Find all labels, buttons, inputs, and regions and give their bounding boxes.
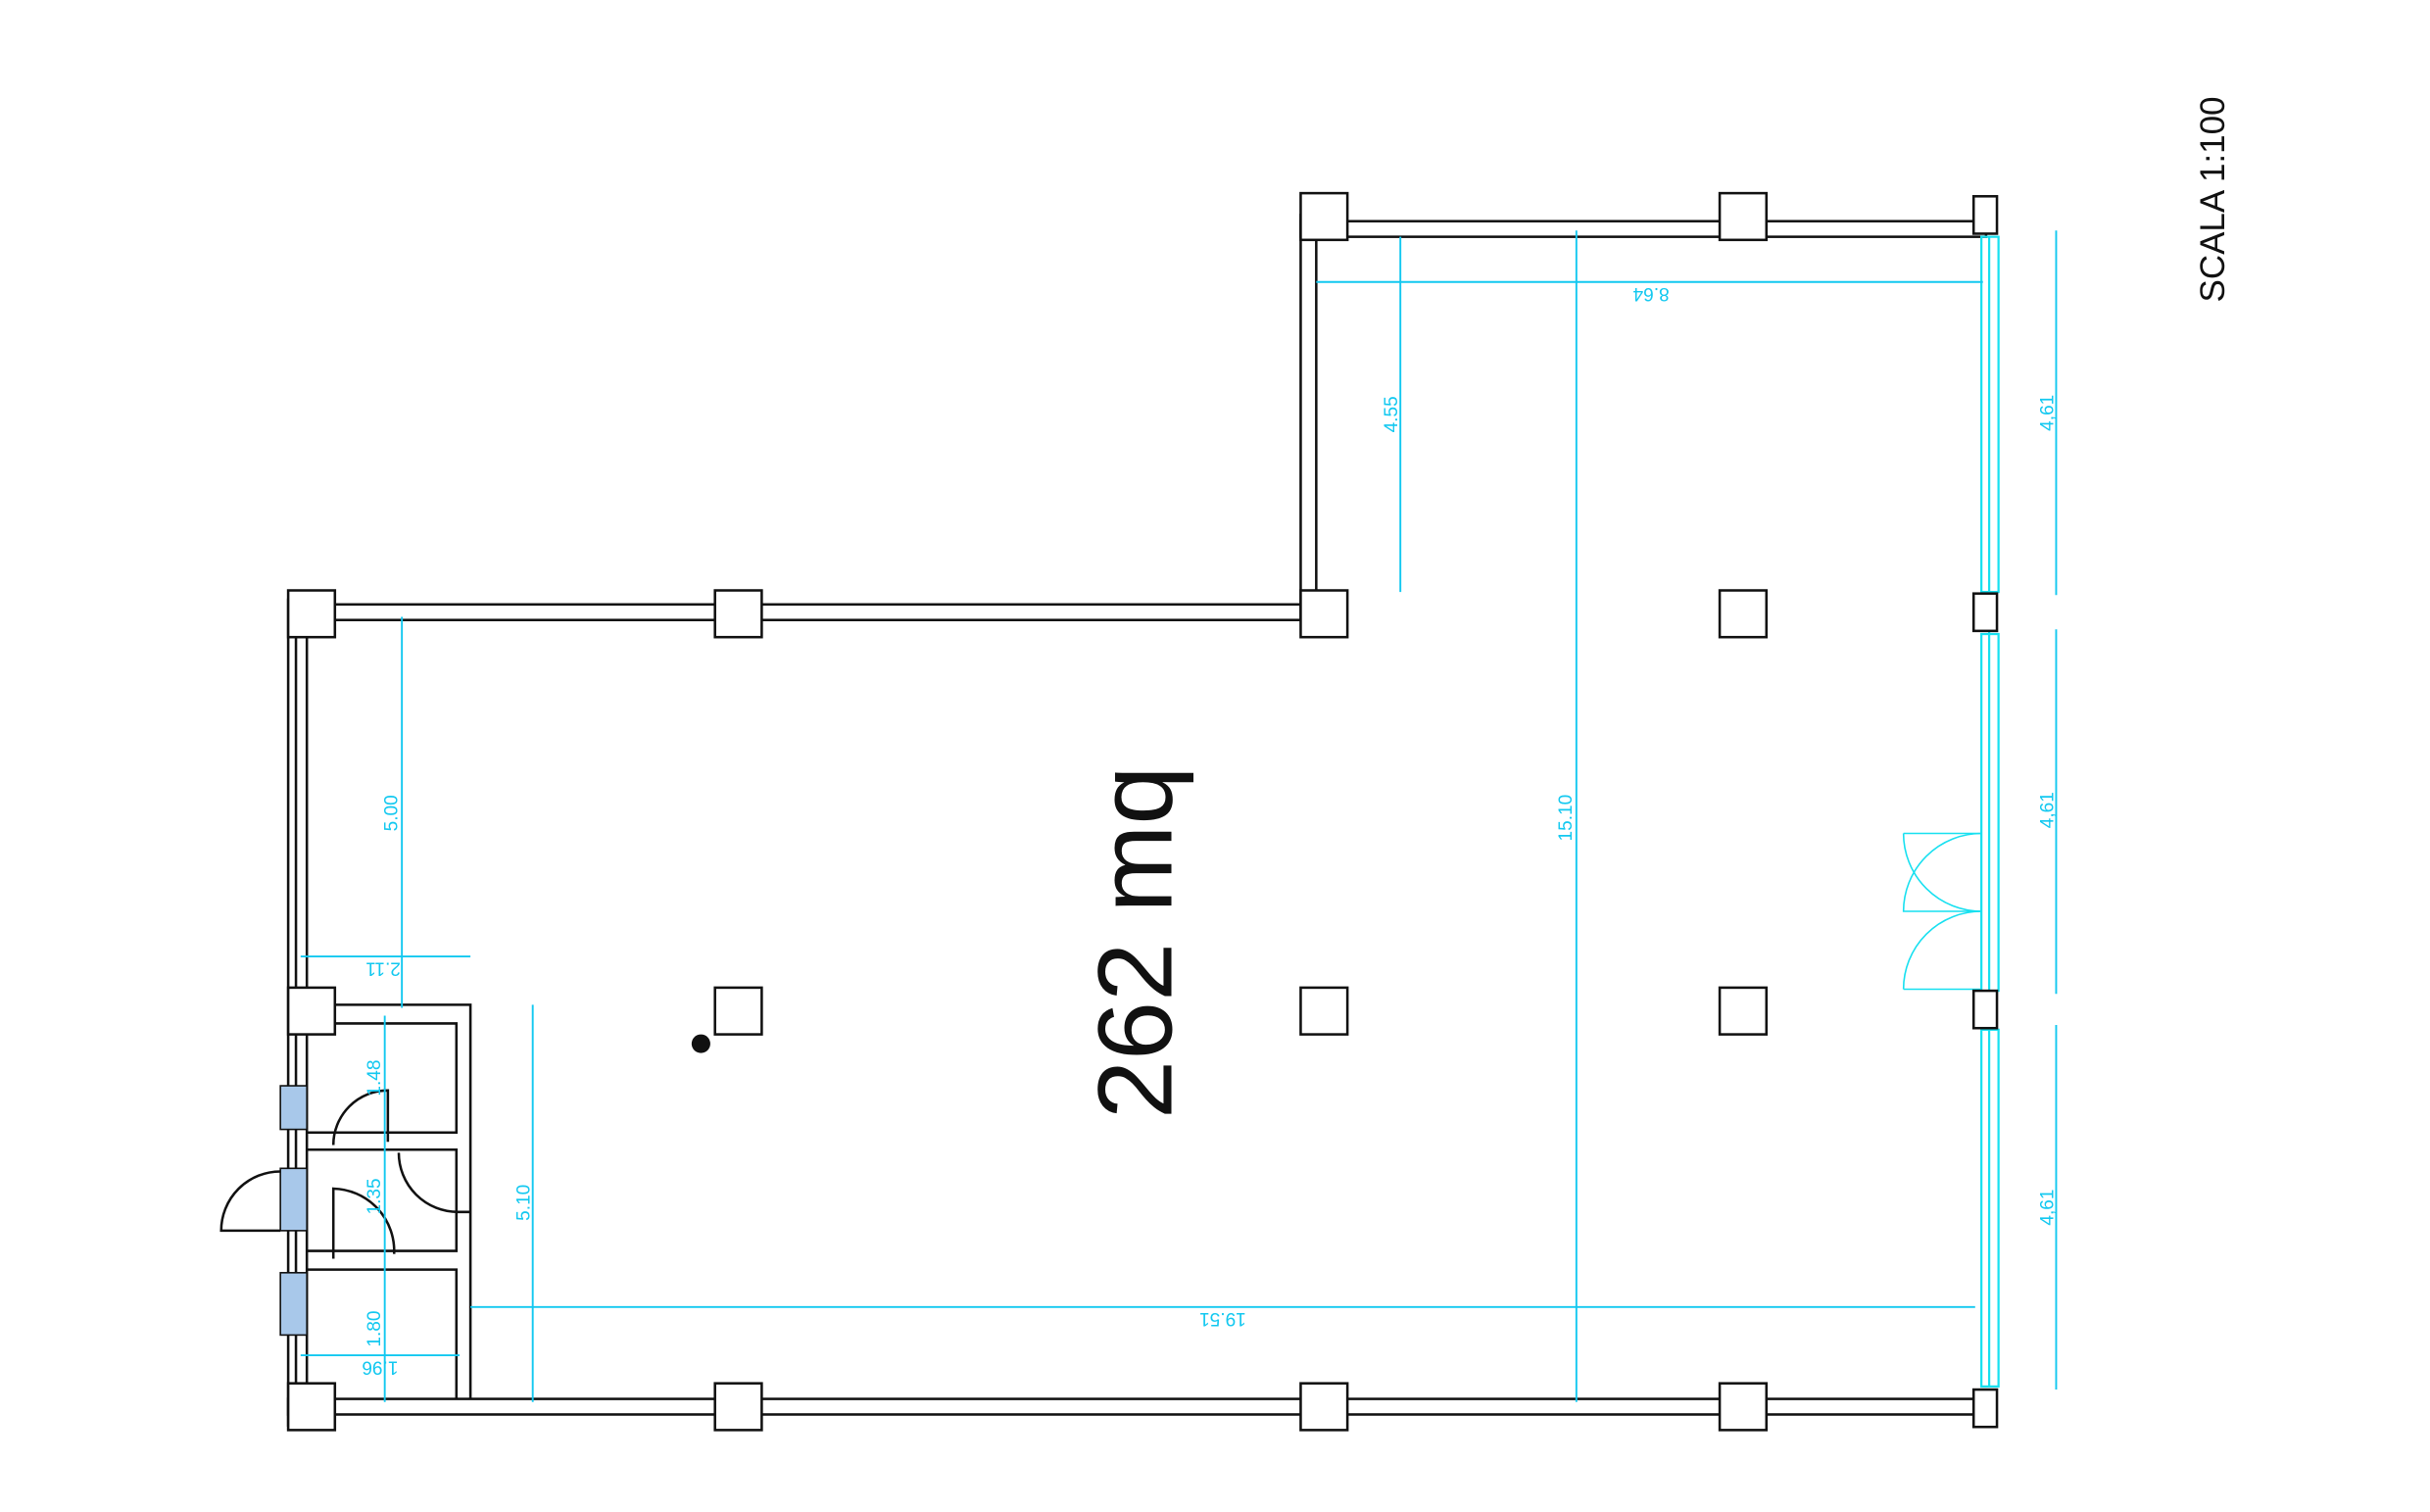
dim-4-55: 4.55 [1382, 396, 1402, 432]
window [279, 1085, 308, 1131]
dim-5-10: 5.10 [514, 1185, 535, 1221]
entrance-door [1902, 832, 1982, 991]
dim-4-61-a: 4,61 [2037, 395, 2058, 431]
dim-1-48: 1.48 [364, 1060, 385, 1097]
dim-4-61-c: 4,61 [2037, 1189, 2058, 1225]
dimension-lines [300, 230, 2058, 1402]
bathrooms [219, 1003, 472, 1399]
columns [286, 191, 1999, 1432]
dim-19-51: 19.51 [1199, 1308, 1246, 1329]
dim-1-35: 1.35 [364, 1178, 385, 1214]
dim-8-64: 8.64 [1632, 283, 1669, 304]
scale-label: SCALA 1:100 [2194, 97, 2232, 303]
window [279, 1167, 308, 1232]
dim-2-11: 2.11 [365, 957, 401, 978]
window [279, 1272, 308, 1337]
dim-4-61-b: 4,61 [2037, 792, 2058, 828]
dim-5-00: 5.00 [381, 795, 402, 831]
marker-dot [691, 1034, 710, 1053]
dim-15-10: 15.10 [1556, 795, 1577, 842]
area-label: 262 mq [1075, 766, 1193, 1120]
dim-1-80: 1.80 [364, 1310, 385, 1346]
dim-1-96: 1.96 [362, 1356, 398, 1377]
